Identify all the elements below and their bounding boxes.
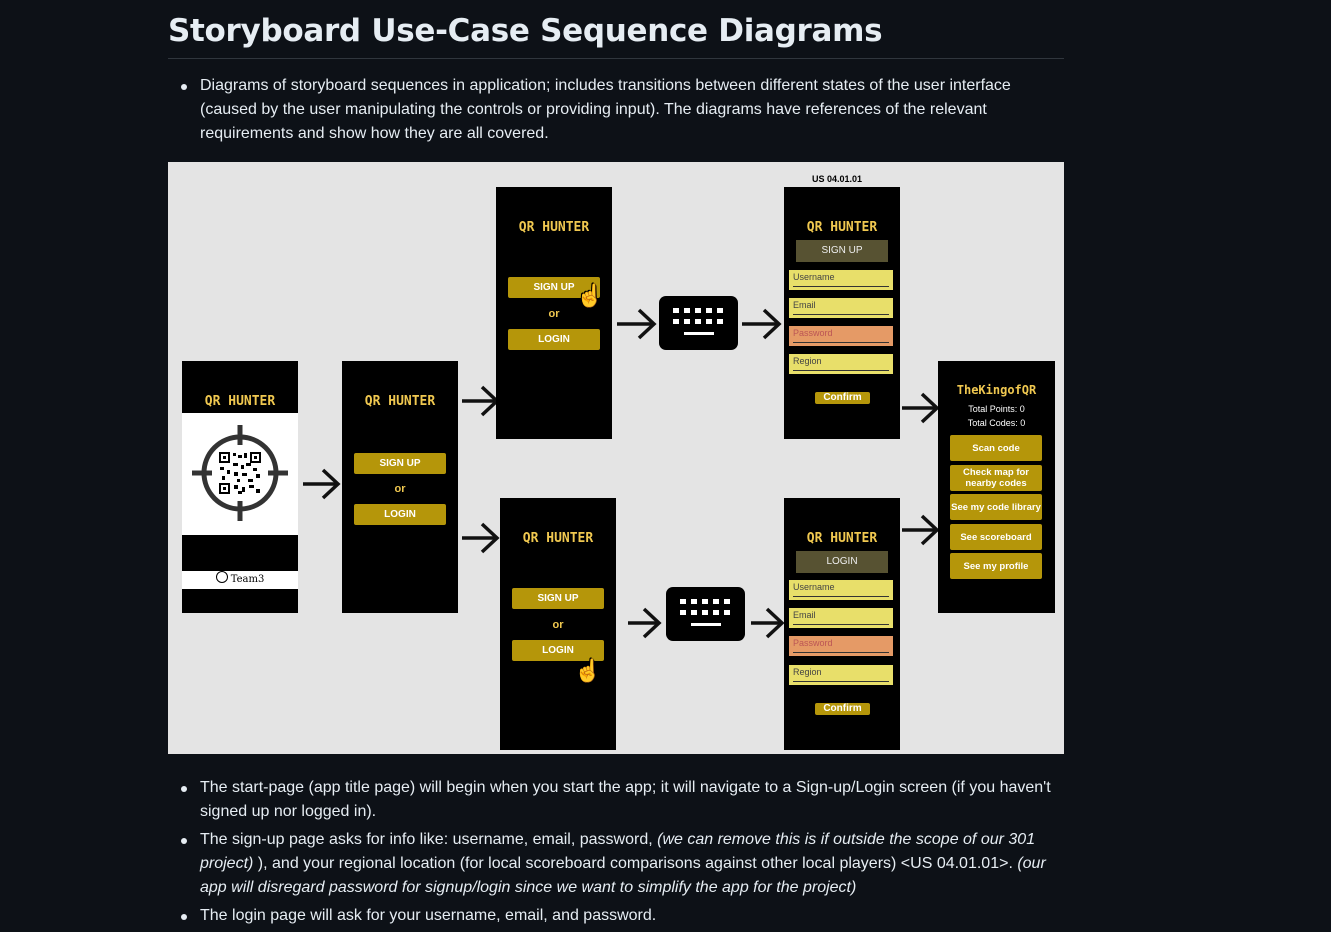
email-field[interactable]: Email [789,608,893,628]
list-item: The sign-up page asks for info like: use… [168,828,1064,900]
password-field[interactable]: Password [789,636,893,656]
scoreboard-button[interactable]: See scoreboard [950,524,1042,550]
arrow-right-icon [742,308,782,340]
scan-code-button[interactable]: Scan code [950,435,1042,461]
keyboard-icon [659,296,738,350]
keyboard-icon [666,587,745,641]
username-field[interactable]: Username [789,270,893,290]
list-item: The login page will ask for your usernam… [168,904,1064,928]
arrow-right-icon [462,522,500,554]
qr-scanner-image [182,413,298,535]
sign-up-button[interactable]: SIGN UP [354,453,446,474]
sign-up-form-screen: QR HUNTER SIGN UP Username Email Passwor… [784,187,900,439]
login-button[interactable]: LOGIN [508,329,600,350]
code-library-button[interactable]: See my code library [950,494,1042,520]
arrow-right-icon [902,392,940,424]
username-field[interactable]: Username [789,580,893,600]
confirm-button[interactable]: Confirm [815,703,870,715]
choice-screen: QR HUNTER SIGN UP or LOGIN [342,361,458,613]
page-title: Storyboard Use-Case Sequence Diagrams [168,10,1064,59]
arrow-right-icon [751,607,785,639]
hand-pointer-icon: ☝ [576,283,604,308]
storyboard-diagram: QR HUNTER Team3 [168,162,1064,754]
team-icon [215,571,228,583]
check-map-button[interactable]: Check map for nearby codes [950,465,1042,491]
arrow-right-icon [628,607,662,639]
sign-up-button[interactable]: SIGN UP [512,588,604,609]
profile-name: TheKingofQR [956,383,1037,397]
password-field[interactable]: Password [789,326,893,346]
requirement-label: US 04.01.01 [812,174,863,184]
email-field[interactable]: Email [789,298,893,318]
sign-up-pressed-screen: QR HUNTER SIGN UP or LOGIN ☝ [496,187,612,439]
hand-pointer-icon: ☝ [574,658,602,683]
intro-list: Diagrams of storyboard sequences in appl… [168,74,1048,146]
list-item: Diagrams of storyboard sequences in appl… [168,74,1048,146]
login-button[interactable]: LOGIN [512,640,604,661]
arrow-right-icon [902,514,940,546]
team-badge: Team3 [182,571,298,589]
sign-up-button[interactable]: SIGN UP [508,277,600,298]
arrow-right-icon [462,385,500,417]
target-qr-icon [192,425,288,521]
login-pressed-screen: QR HUNTER SIGN UP or LOGIN ☝ [500,498,616,750]
form-header: LOGIN [796,551,888,573]
description-list: The start-page (app title page) will beg… [168,776,1064,932]
my-profile-button[interactable]: See my profile [950,553,1042,579]
region-field[interactable]: Region [789,354,893,374]
arrow-right-icon [303,468,341,500]
region-field[interactable]: Region [789,665,893,685]
start-screen: QR HUNTER Team3 [182,361,298,613]
list-item: The start-page (app title page) will beg… [168,776,1064,824]
login-button[interactable]: LOGIN [354,504,446,525]
confirm-button[interactable]: Confirm [815,392,870,404]
form-header: SIGN UP [796,240,888,262]
login-form-screen: QR HUNTER LOGIN Username Email Password … [784,498,900,750]
home-menu-screen: TheKingofQR Total Points: 0 Total Codes:… [938,361,1055,613]
arrow-right-icon [617,308,657,340]
